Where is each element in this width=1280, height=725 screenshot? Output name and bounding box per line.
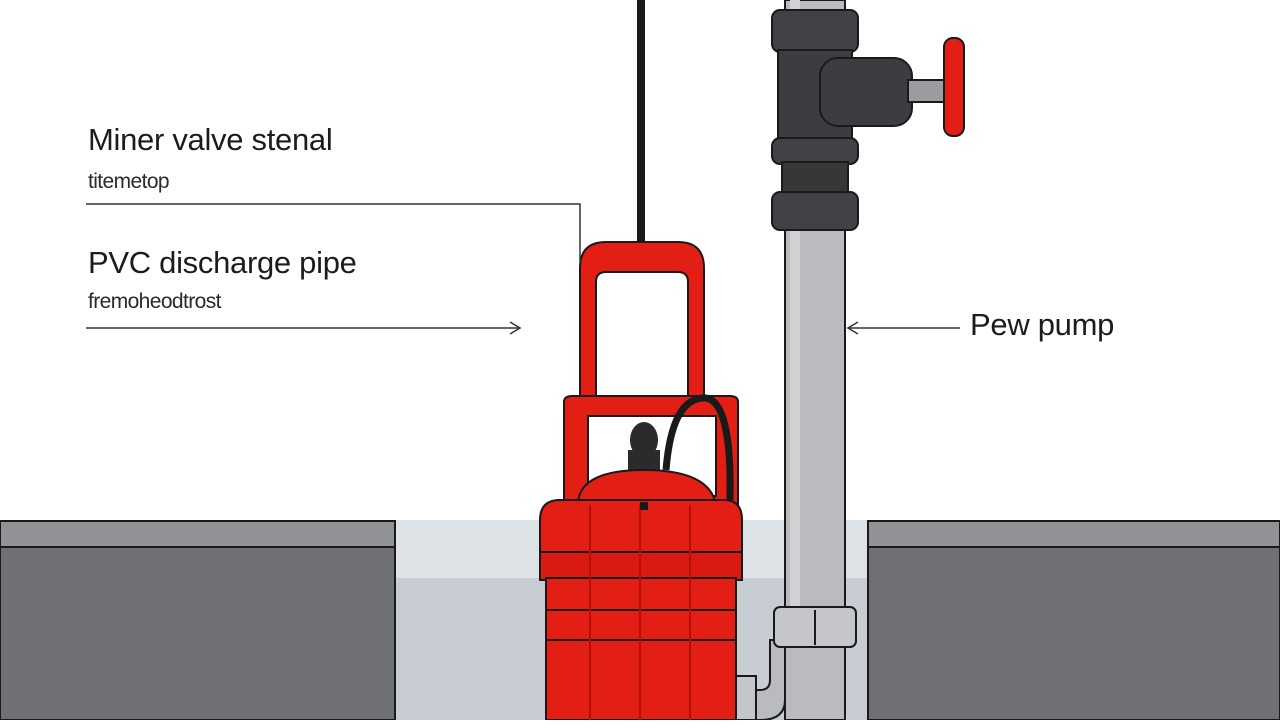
- pipe-sub-label: fremoheodtrost: [88, 290, 221, 313]
- valve-sub-label: titemetop: [88, 170, 170, 193]
- leader-lines: [86, 203, 960, 335]
- leader-pipe-arrow: [509, 321, 522, 335]
- discharge-pipe: [729, 0, 857, 721]
- red-valve-handle-icon: [907, 37, 965, 137]
- sump-pump: [539, 241, 757, 721]
- check-valve: [771, 9, 913, 231]
- ground-left: [0, 520, 396, 721]
- ground-right: [867, 520, 1280, 721]
- pipe-title-label: PVC discharge pipe: [88, 245, 357, 280]
- leader-valve: [86, 203, 581, 262]
- pump-title-label: Pew pump: [970, 307, 1115, 342]
- valve-title-label: Miner valve stenal: [88, 122, 333, 157]
- leader-pump-arrow: [846, 321, 859, 335]
